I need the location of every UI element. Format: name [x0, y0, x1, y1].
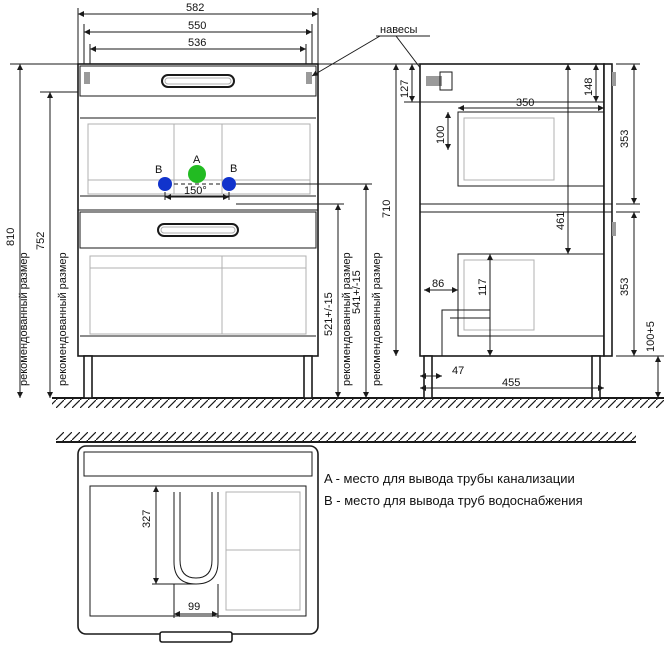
legend-b: B - место для вывода труб водоснабжения	[324, 493, 583, 508]
dim-side-353-top: 353	[619, 130, 631, 148]
dim-side-127: 127	[399, 80, 411, 98]
dim-height-810: 810	[5, 228, 17, 246]
side-view: 127 100 350 148 353 461 86 117	[399, 63, 664, 399]
dim-side-47: 47	[452, 365, 464, 377]
side-leg-right	[591, 355, 601, 399]
hinge-left	[84, 72, 90, 84]
wall-hatch	[56, 432, 636, 442]
legend: A - место для вывода трубы канализации B…	[324, 471, 583, 508]
label-b-left: B	[155, 164, 162, 176]
hinge-right	[306, 72, 312, 84]
recommended-810: рекомендованный размер	[18, 252, 30, 386]
label-b-right: B	[230, 163, 237, 175]
dim-side-100: 100	[435, 126, 447, 144]
front-upper-handle	[161, 74, 235, 88]
dim-width-536: 536	[188, 37, 206, 49]
recommended-521: рекомендованный размер	[341, 252, 353, 386]
front-view: A B B 582 550 536 150° 810	[5, 2, 664, 408]
recommended-541: рекомендованный размер	[371, 252, 383, 386]
dim-height-541: 541+/-15	[351, 270, 363, 314]
dim-side-350: 350	[516, 97, 534, 109]
side-front-panel	[603, 63, 613, 357]
front-lower-handle	[157, 223, 239, 237]
dim-height-752: 752	[35, 232, 47, 250]
dim-height-521: 521+/-15	[323, 292, 335, 336]
front-leg-left	[83, 355, 93, 399]
dim-plan-327: 327	[141, 510, 153, 528]
water-outlet-marker-left	[158, 177, 172, 191]
plan-view: 327 99	[56, 432, 636, 643]
hinges-label: навесы	[380, 24, 418, 36]
dim-height-710: 710	[381, 200, 393, 218]
dim-width-582: 582	[186, 2, 204, 14]
dim-side-100-5: 100+5	[645, 321, 657, 352]
dim-side-148: 148	[583, 78, 595, 96]
label-a: A	[193, 154, 201, 166]
water-outlet-marker-right	[222, 177, 236, 191]
floor-hatch-top	[52, 398, 664, 408]
front-lower-drawer	[79, 211, 317, 249]
side-leg-left	[423, 355, 433, 399]
legend-a: A - место для вывода трубы канализации	[324, 471, 575, 486]
dim-side-455: 455	[502, 377, 520, 389]
dim-side-86: 86	[432, 278, 444, 290]
dim-pipe-spacing-150: 150°	[184, 185, 207, 197]
front-leg-right	[303, 355, 313, 399]
recommended-752: рекомендованный размер	[57, 252, 69, 386]
dim-side-461: 461	[555, 212, 567, 230]
sewer-outlet-marker	[188, 165, 206, 183]
dim-plan-99: 99	[188, 601, 200, 613]
plan-handle	[159, 631, 233, 643]
dim-side-117: 117	[477, 278, 489, 296]
dim-width-550: 550	[188, 20, 206, 32]
dim-side-353-bottom: 353	[619, 278, 631, 296]
